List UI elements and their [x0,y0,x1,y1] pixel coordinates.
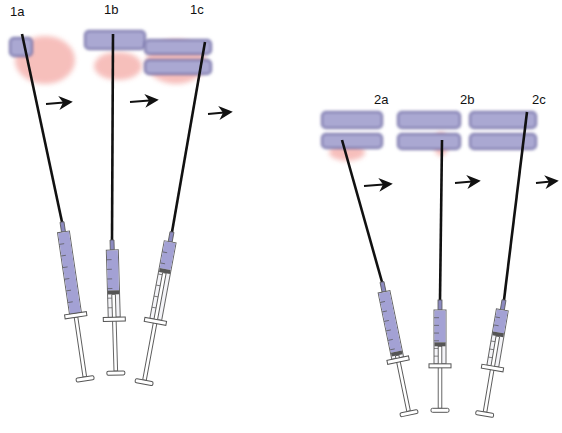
syringe-body [101,240,127,376]
syringe-fluid [435,311,446,343]
tissue-band [322,134,382,148]
syringe-nozzle [60,222,65,232]
syringe-fluid [379,291,402,352]
sequence-arrow [130,100,156,102]
sequence-arrow [208,112,230,114]
graduation-tick [494,324,499,326]
thumb-rest [475,411,493,418]
tissue-band [470,134,536,149]
graduation-tick [495,316,500,318]
needle [22,34,62,222]
graduation-tick [382,311,387,312]
graduation-tick [162,251,167,253]
syringe-fluid [493,309,508,333]
syringe-body [371,280,420,418]
tissue-band [322,112,382,128]
tissue-band [398,112,460,128]
graduation-tick [61,255,66,257]
syringe-fluid [58,232,81,314]
syringe-nozzle [110,240,114,250]
callout-number: 1b [104,2,118,17]
syringe-barrel [378,291,403,360]
graduation-tick [107,269,112,270]
graduation-tick [63,266,68,268]
callout-number: 1a [10,4,24,19]
callout-number: 2a [374,92,388,107]
syringe-body [429,300,451,412]
plunger-rod [112,294,118,371]
graduation-tick [107,288,112,289]
tissue-band [145,40,211,54]
syringe-nozzle [500,300,506,311]
tissue-band [10,38,32,56]
thumb-rest [135,379,153,386]
graduation-tick [64,278,69,280]
sequence-arrow [455,181,478,183]
syringe-body [473,298,514,418]
syringes [22,34,527,418]
graduation-tick [386,330,391,331]
plunger-rod [74,317,86,377]
sequence-arrow [46,102,70,104]
needle [172,42,205,232]
thumb-rest [76,376,94,383]
graduation-tick [434,317,439,318]
tissue-layers [10,31,536,161]
sequence-arrows [46,100,556,186]
finger-flange [481,364,503,372]
tissue-band [398,134,460,149]
syringe-nozzle [168,232,174,243]
injected-fluid [94,52,142,80]
callout-number: 2b [460,92,474,107]
graduation-tick [107,278,112,279]
graduation-tick [388,339,393,340]
syringe-body [51,220,96,382]
syringe-fluid [160,241,176,270]
needle [342,140,382,282]
graduation-tick [390,349,395,350]
syringe-nozzle [380,282,386,293]
syringe-fluid [107,250,119,290]
graduation-tick [160,262,165,264]
graduation-tick [434,325,439,326]
finger-flange [103,317,125,322]
sequence-arrow [536,181,556,183]
plunger-stopper [435,342,446,346]
callout-number: 1c [190,2,204,17]
finger-flange [65,312,87,319]
graduation-tick [434,333,439,334]
graduation-tick [384,320,389,321]
plunger-stopper [108,290,119,294]
graduation-tick [59,243,64,245]
graduation-tick [68,301,73,303]
finger-flange [144,317,166,325]
plunger-rod [143,273,166,381]
plunger-rod [395,355,410,411]
needle [504,112,527,300]
thumb-rest [107,371,125,376]
thumb-rest [431,408,449,412]
graduation-tick [434,340,439,341]
graduation-tick [107,259,112,260]
tissue-band [85,31,145,49]
graduation-tick [380,301,385,302]
graduation-tick [66,290,71,292]
syringe-nozzle [438,300,442,310]
thumb-rest [400,409,418,417]
finger-flange [387,356,409,364]
syringe-body [133,230,183,386]
plunger-rod [483,336,499,412]
needle [440,140,442,300]
callout-number: 2c [532,92,546,107]
finger-flange [429,364,451,368]
plunger-rod [438,346,442,408]
sequence-arrow [364,184,390,186]
needle [112,34,113,240]
syringe-barrel [58,231,82,314]
